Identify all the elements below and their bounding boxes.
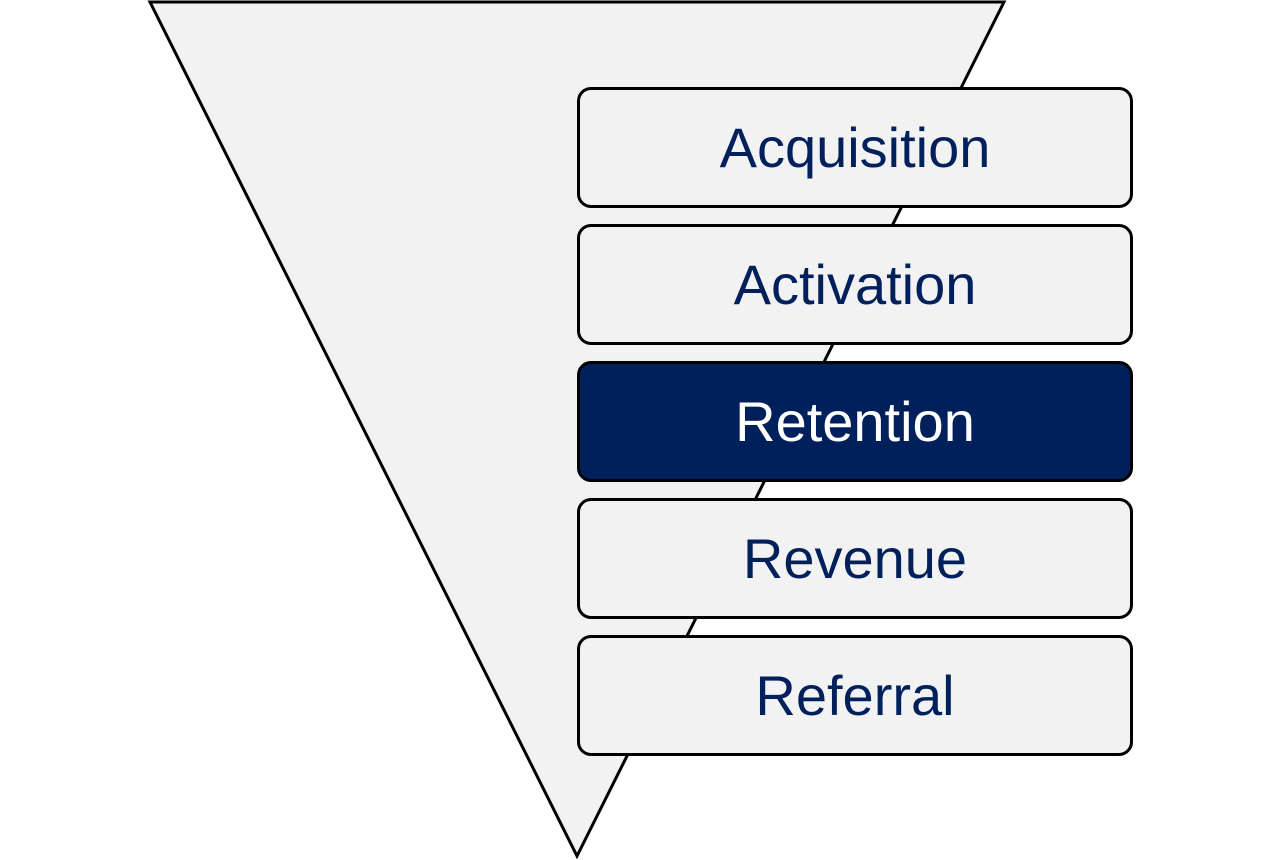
stage-label-retention: Retention bbox=[735, 389, 975, 453]
stage-retention: Retention bbox=[577, 361, 1133, 482]
stage-referral: Referral bbox=[577, 635, 1133, 756]
stage-acquisition: Acquisition bbox=[577, 87, 1133, 208]
stage-label-activation: Activation bbox=[733, 252, 977, 316]
stage-revenue: Revenue bbox=[577, 498, 1133, 619]
stage-label-acquisition: Acquisition bbox=[719, 115, 991, 179]
stage-label-referral: Referral bbox=[755, 663, 955, 727]
stage-label-revenue: Revenue bbox=[742, 526, 968, 590]
stage-activation: Activation bbox=[577, 224, 1133, 345]
